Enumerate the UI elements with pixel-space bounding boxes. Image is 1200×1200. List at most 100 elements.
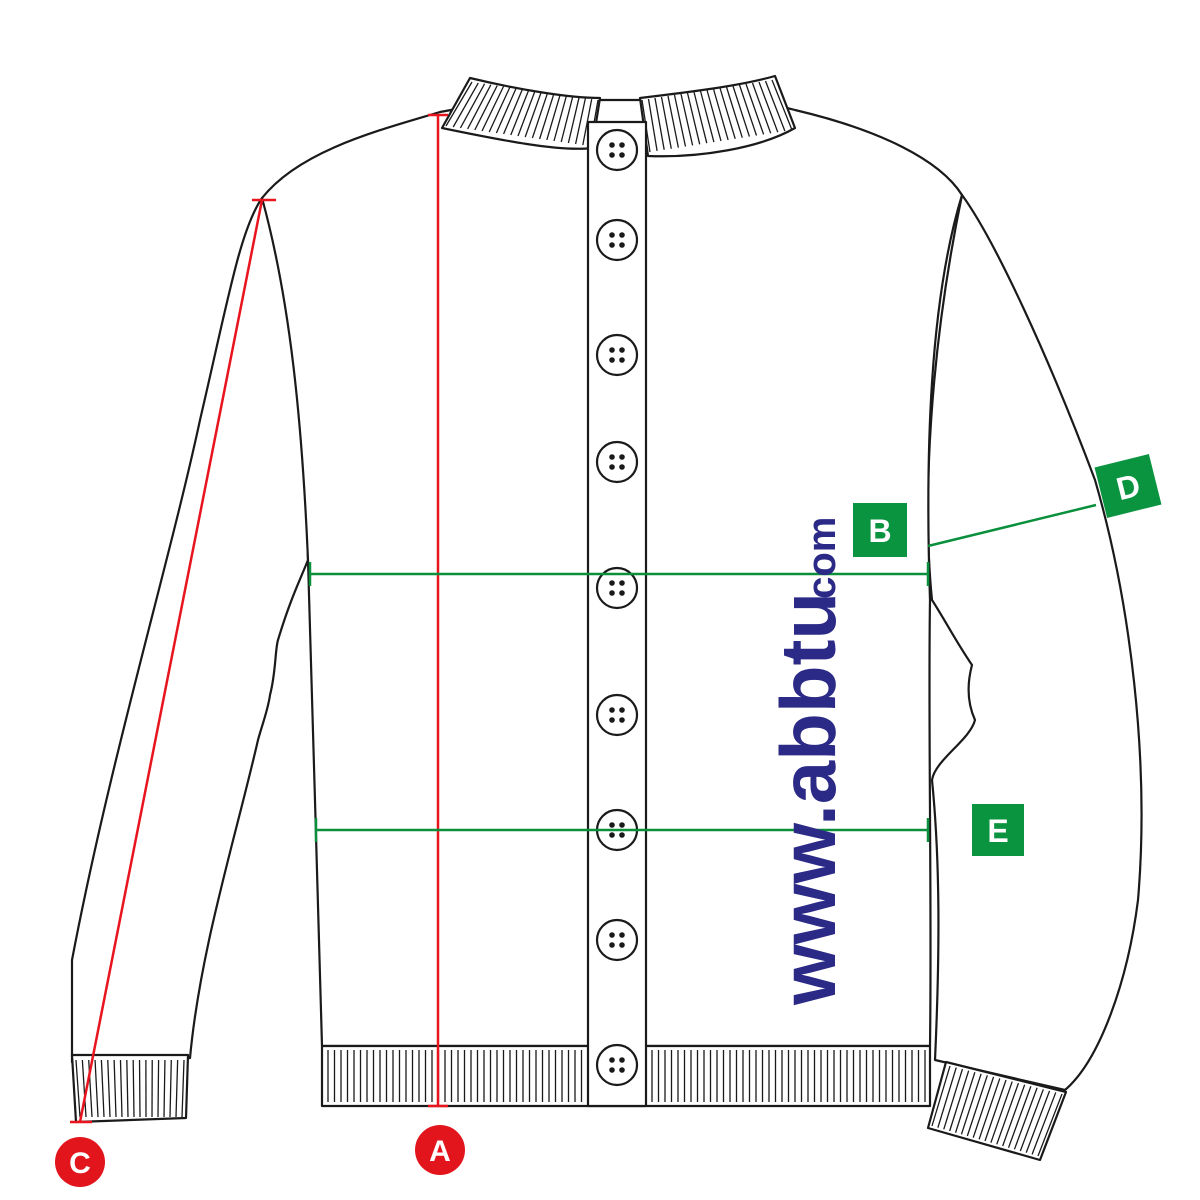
rib-line <box>647 98 658 152</box>
rib-line <box>771 79 793 131</box>
label-a: A <box>415 1125 465 1175</box>
rib-line <box>972 1076 995 1138</box>
rib-line <box>119 1059 123 1118</box>
rib-line <box>745 83 765 135</box>
button <box>595 440 639 484</box>
rib-line <box>751 82 772 134</box>
rib-line <box>654 97 665 150</box>
rib-line <box>667 95 680 148</box>
left-cuff-ribbing <box>75 1059 185 1118</box>
waistband-ribbing <box>327 1050 926 1102</box>
rib-line <box>107 1059 111 1118</box>
label-d: D <box>1094 453 1162 519</box>
rib-line <box>725 86 743 138</box>
rib-line <box>531 92 549 139</box>
rib-line <box>949 1070 970 1132</box>
label-b: B <box>853 503 907 557</box>
rib-line <box>758 81 779 133</box>
rib-line <box>524 91 542 138</box>
rib-line <box>100 1059 105 1118</box>
rib-line <box>954 1072 976 1133</box>
button <box>595 1043 639 1087</box>
rib-line <box>764 80 786 132</box>
label-e-text: E <box>987 813 1008 849</box>
rib-line <box>452 82 479 128</box>
rib-line <box>1037 1093 1063 1157</box>
rib-line <box>553 95 568 142</box>
rib-line <box>712 88 729 141</box>
rib-line <box>574 98 587 145</box>
rib-line <box>546 94 561 141</box>
rib-line <box>1002 1084 1026 1147</box>
collar-right <box>638 74 797 158</box>
rib-line <box>706 89 722 142</box>
measure-line-c <box>78 199 264 1123</box>
rib-line <box>567 97 580 144</box>
button <box>595 333 639 377</box>
rib-line <box>693 91 708 144</box>
rib-line <box>719 87 736 139</box>
label-b-text: B <box>868 513 891 549</box>
rib-line <box>966 1075 988 1137</box>
rib-line <box>510 89 530 136</box>
rib-line <box>113 1059 117 1118</box>
label-e: E <box>972 804 1024 856</box>
rib-line <box>984 1079 1007 1142</box>
rib-line <box>931 1065 951 1127</box>
rib-line <box>488 87 511 133</box>
rib-line <box>126 1059 129 1118</box>
rib-line <box>81 1059 87 1118</box>
rib-line <box>996 1082 1020 1145</box>
rib-line <box>660 96 672 149</box>
rib-line <box>169 1059 172 1118</box>
rib-line <box>481 86 505 132</box>
button <box>595 918 639 962</box>
rib-line <box>157 1059 160 1118</box>
rib-line <box>503 88 523 135</box>
rib-line <box>560 96 574 143</box>
rib-line <box>132 1059 135 1118</box>
rib-line <box>538 93 555 140</box>
label-a-text: A <box>429 1135 451 1168</box>
right-cuff <box>926 1060 1068 1162</box>
rib-line <box>699 90 715 143</box>
rib-line <box>978 1078 1001 1140</box>
rib-line <box>175 1059 179 1118</box>
rib-line <box>495 88 517 134</box>
rib-line <box>738 84 758 136</box>
rib-line <box>1025 1090 1051 1153</box>
left-sleeve <box>70 196 310 1064</box>
measurement-lines <box>70 113 1097 1124</box>
watermark: www.abbtu .com <box>764 517 852 1006</box>
button <box>595 218 639 262</box>
rib-line <box>1007 1086 1032 1148</box>
label-c: C <box>55 1137 105 1187</box>
rib-line <box>94 1059 99 1118</box>
rib-line <box>75 1059 81 1118</box>
button <box>595 693 639 737</box>
label-c-text: C <box>69 1147 91 1180</box>
rib-line <box>467 84 492 130</box>
button <box>595 128 639 172</box>
rib-line <box>181 1059 185 1118</box>
watermark-main: www.abbtu <box>764 592 852 1006</box>
watermark-suffix: .com <box>800 517 844 610</box>
rib-line <box>686 92 701 145</box>
right-cuff-ribbing <box>931 1065 1063 1157</box>
collar-ribbing <box>445 79 793 153</box>
rib-line <box>474 85 498 131</box>
rib-line <box>1013 1087 1038 1150</box>
rib-line <box>1031 1092 1057 1155</box>
rib-line <box>960 1073 982 1135</box>
rib-line <box>732 85 751 137</box>
rib-line <box>445 81 473 127</box>
rib-line <box>943 1068 964 1130</box>
rib-line <box>1019 1089 1044 1152</box>
measure-line-d <box>927 503 1097 548</box>
rib-line <box>459 83 486 129</box>
rib-line <box>937 1067 957 1128</box>
rib-line <box>163 1059 166 1118</box>
rib-line <box>517 90 536 137</box>
rib-line <box>673 94 687 147</box>
